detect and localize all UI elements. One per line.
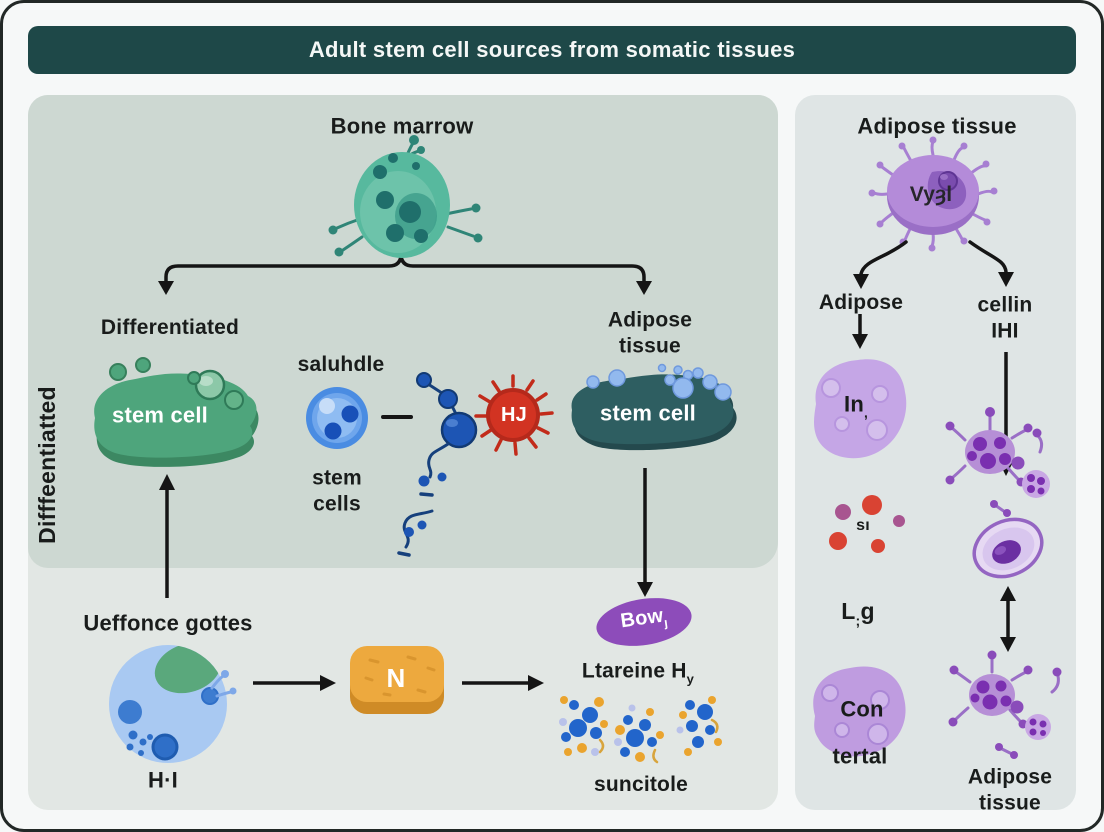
stem-cells-label: stem cells	[312, 466, 362, 515]
vertical-differentiated-label: Difffeentiatted	[33, 386, 60, 544]
hi-label: H·I	[148, 767, 178, 793]
teal-stem-cell-label: stem cell	[600, 400, 696, 426]
top-cell-label: Vyȝl	[909, 183, 953, 207]
lg-sub: ;	[855, 613, 861, 630]
bone-marrow-title: Bone marrow	[330, 113, 474, 139]
adipose-panel-title: Adipose tissue	[857, 113, 1017, 139]
bow-text: Bow	[619, 604, 665, 633]
cellin-label: cellin IHI	[977, 293, 1033, 342]
suncitole-label: suncitole	[594, 773, 688, 797]
lg-pre: L	[841, 598, 856, 625]
page-title: Adult stem cell sources from somatic tis…	[308, 37, 796, 62]
title-bar: Adult stem cell sources from somatic tis…	[28, 26, 1076, 74]
in-cell-label: In,	[844, 392, 868, 423]
lg-label: L;g	[841, 597, 874, 631]
lysate-sub: y	[686, 671, 695, 687]
green-stem-cell-label: stem cell	[112, 402, 208, 428]
adipose-bottom-label: Adipose tissue	[967, 765, 1053, 814]
in-text: In	[844, 391, 864, 417]
si-label: sı	[856, 517, 870, 535]
n-box-label: N	[386, 663, 406, 694]
adipose-branch-label: Adipose tissue	[607, 308, 693, 357]
differentiated-label: Differentiated	[100, 316, 240, 340]
lysate-label: Ltareine Hy	[582, 659, 694, 688]
lg-post: g	[860, 598, 875, 625]
lysate-text: Ltareine H	[581, 659, 687, 683]
in-sub: ,	[863, 405, 868, 421]
adipose-left-branch-label: Adipose	[818, 291, 904, 315]
ueffonce-label: Ueffonce gottes	[83, 610, 253, 636]
red-cell-label: HJ	[501, 403, 527, 426]
saluhdle-label: saluhdle	[297, 353, 385, 377]
con-label: Con	[840, 696, 884, 722]
tertal-label: tertal	[832, 743, 888, 769]
